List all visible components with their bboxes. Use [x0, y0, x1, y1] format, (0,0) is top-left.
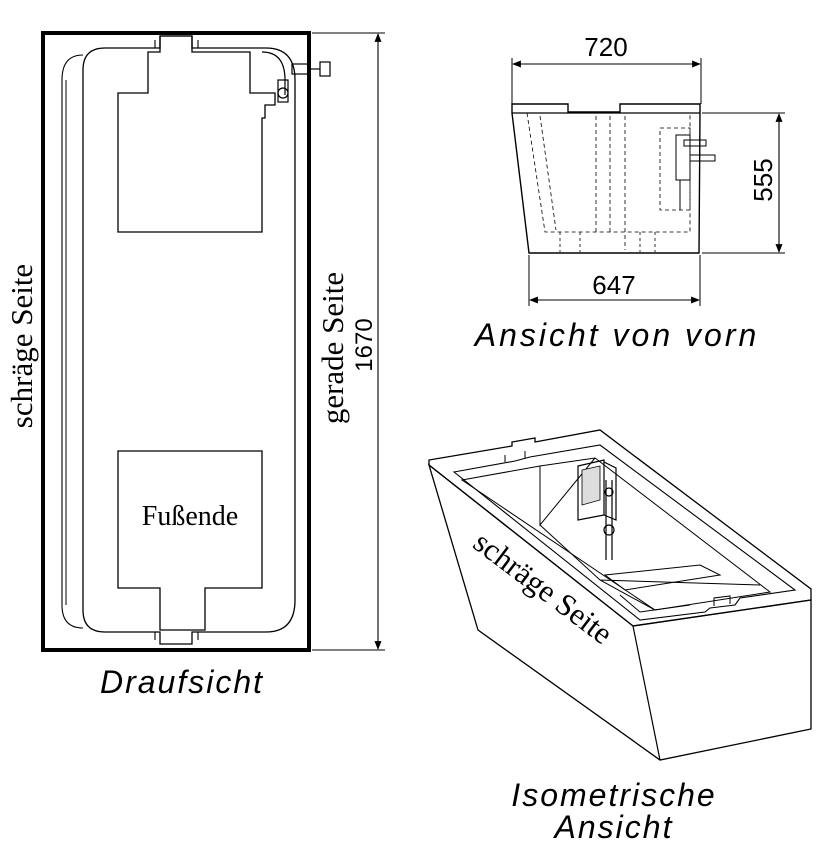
dimension-width-bottom: 647 [592, 270, 635, 300]
iso-view: schräge Seite Isometrische Ansicht [427, 429, 812, 845]
foot-area [117, 450, 263, 631]
caption-top-view: Draufsicht [100, 664, 264, 700]
slanted-rim [61, 54, 84, 629]
front-faucet-icon [675, 134, 716, 210]
label-slanted-side: schräge Seite [4, 264, 39, 428]
caption-front-view: Ansicht von vorn [473, 317, 760, 353]
front-body [511, 103, 701, 254]
front-view: 720 555 647 Ansicht von vorn [473, 32, 785, 353]
tub-inner-outline-2 [154, 40, 199, 640]
caption-iso-line2: Ansicht [553, 809, 674, 845]
dimension-length: 1670 [312, 32, 385, 651]
dimension-length-value: 1670 [351, 318, 378, 371]
iso-faucet-icon [577, 459, 617, 560]
iso-front-face [427, 463, 812, 761]
label-straight-side: gerade Seite [315, 272, 350, 424]
iso-top-rim [428, 429, 812, 627]
iso-inner-rim [452, 444, 797, 621]
caption-iso-line1: Isometrische [511, 777, 716, 813]
faucet-icon [261, 51, 331, 103]
tub-inner-outline [82, 35, 296, 645]
head-area [117, 35, 276, 233]
dimension-height: 555 [748, 158, 778, 201]
foot-end-label: Fußende [142, 501, 238, 532]
top-view: Fußende schräge Seite gerade Seite 1670 … [4, 31, 385, 700]
tub-outer-frame [41, 31, 311, 652]
dimension-width-top: 720 [584, 32, 627, 62]
